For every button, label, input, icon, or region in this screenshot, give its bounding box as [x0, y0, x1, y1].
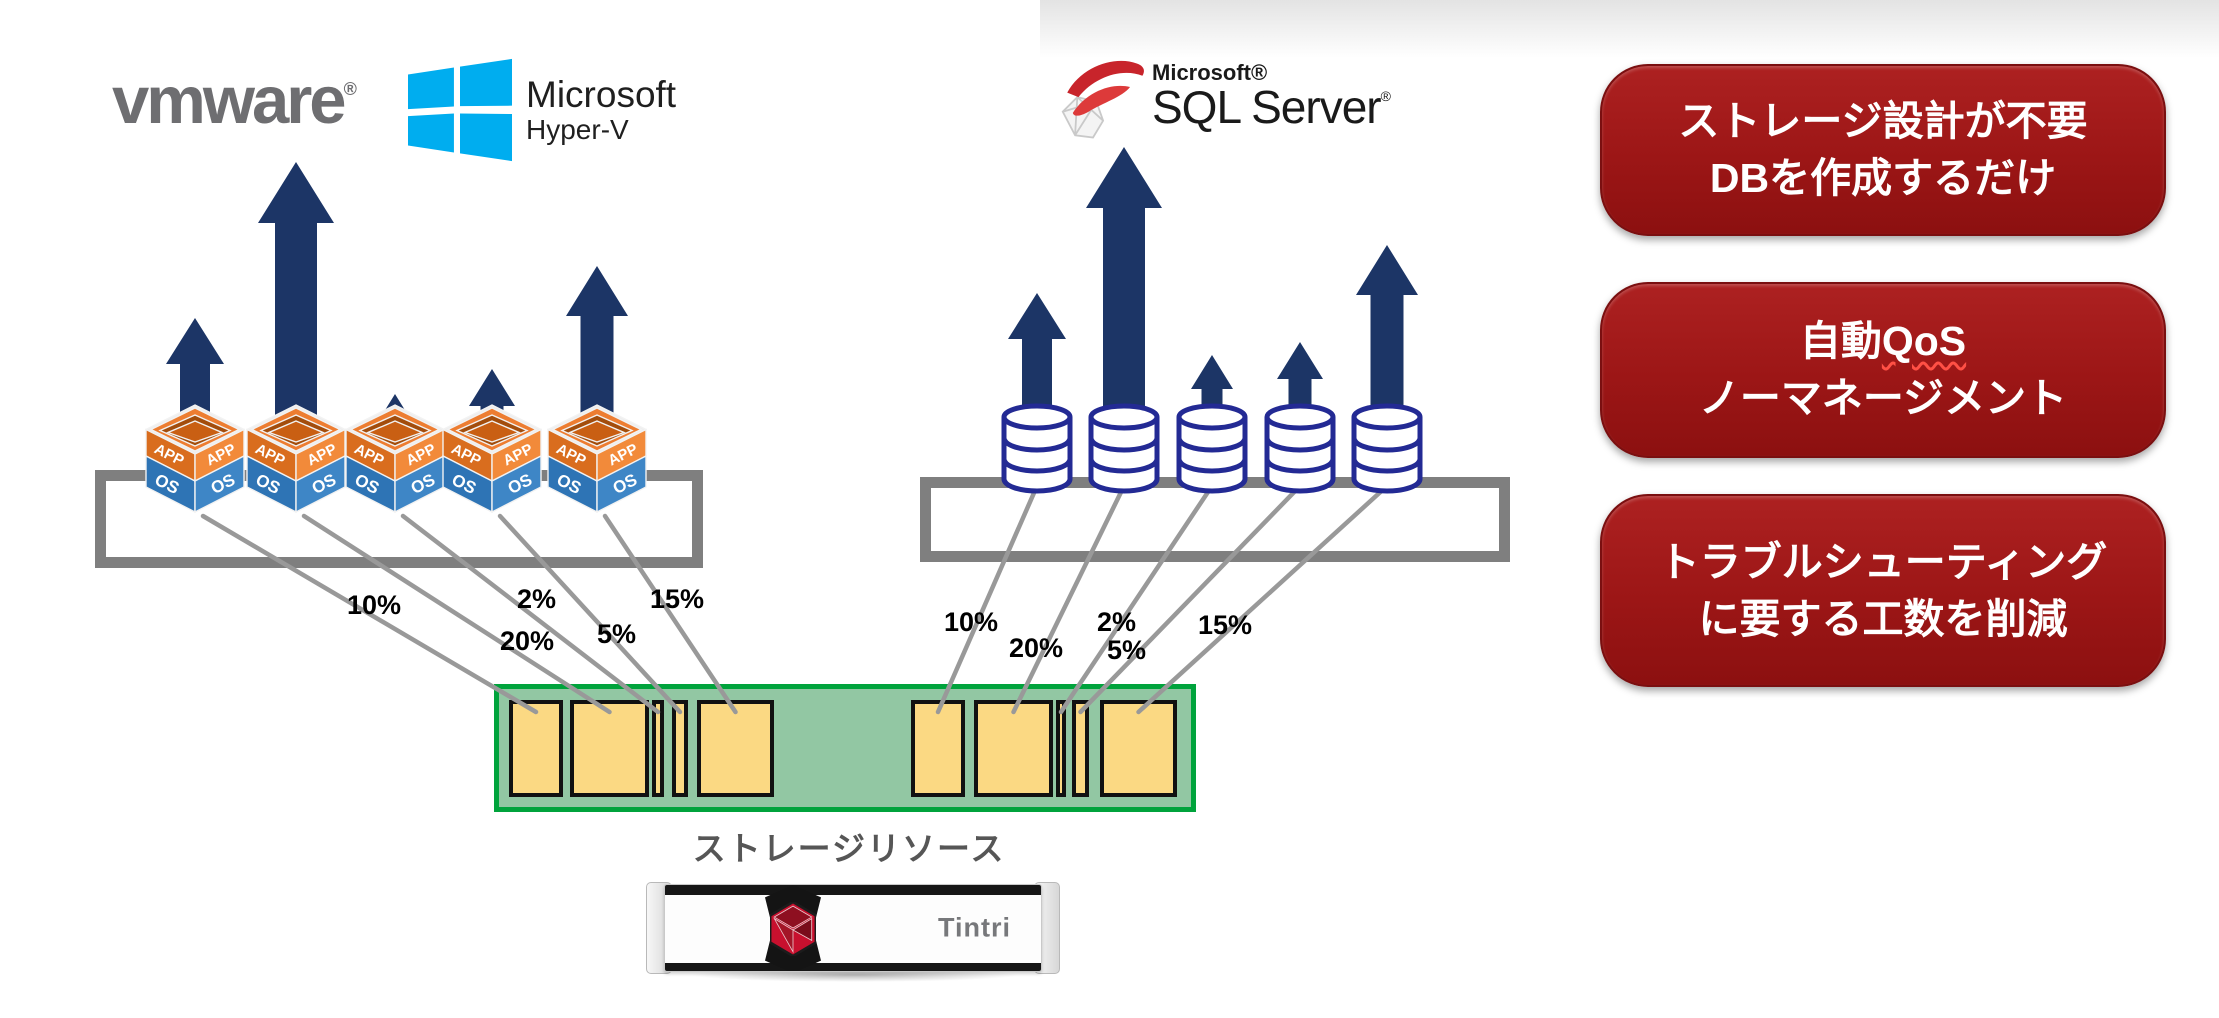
- registered-mark: ®: [1380, 88, 1391, 104]
- callout-line: 自動QoS: [1800, 313, 1966, 370]
- allocation-percent-label: 10%: [347, 590, 402, 620]
- demand-arrow: [1008, 293, 1066, 412]
- windows-flag-icon: [408, 58, 512, 162]
- callout-text: DBを作成するだけ: [1709, 155, 2057, 201]
- demand-arrow: [1086, 147, 1162, 412]
- allocated-storage-block: [697, 700, 774, 797]
- vmware-logo: vmware®: [112, 62, 357, 139]
- database-cylinder-icon: [1351, 403, 1423, 494]
- spellcheck-squiggle-text: QoS: [1881, 318, 1967, 365]
- sqlserver-logo: Microsoft® SQL Server®: [1058, 50, 1391, 142]
- callout-line: DBを作成するだけ: [1710, 150, 2056, 207]
- allocation-percent-label: 10%: [944, 607, 999, 637]
- demand-arrow: [258, 162, 334, 434]
- callout-line: ノーマネージメント: [1699, 370, 2067, 427]
- allocation-percent-label: 15%: [650, 584, 705, 614]
- allocation-percent-label: 2%: [517, 584, 557, 614]
- callout-text: ストレージ設計が不要: [1678, 98, 2088, 145]
- sqlserver-product: SQL Server®: [1152, 81, 1391, 133]
- demand-arrow: [1356, 245, 1418, 412]
- allocation-line: [301, 513, 612, 715]
- benefit-callout: ストレージ設計が不要 DBを作成するだけ: [1600, 64, 2166, 236]
- demand-arrow: [1277, 342, 1323, 412]
- callout-text: ノーマネージメント: [1698, 375, 2068, 421]
- benefit-callout: トラブルシューティングに要する工数を削減: [1600, 494, 2166, 687]
- allocation-percent-label: 5%: [597, 619, 637, 649]
- database-cylinder-icon: [1088, 403, 1160, 494]
- allocation-line: [1136, 483, 1390, 715]
- demand-arrow: [566, 266, 628, 434]
- callout-text: に要する工数を削減: [1698, 595, 2068, 642]
- allocated-storage-block: [570, 700, 649, 797]
- allocated-storage-block: [911, 700, 965, 797]
- allocation-line: [1078, 483, 1303, 715]
- demand-arrow: [1191, 355, 1233, 412]
- database-cylinder-icon: [1176, 403, 1248, 494]
- callout-text: 自動: [1799, 318, 1882, 365]
- allocation-percent-label: 2%: [1097, 607, 1137, 637]
- allocated-storage-block: [1072, 700, 1089, 797]
- callout-text: トラブルシューティング: [1658, 538, 2108, 585]
- hyperv-logo: Microsoft Hyper-V: [408, 58, 676, 162]
- allocated-storage-block: [974, 700, 1053, 797]
- hyperv-product: Hyper-V: [526, 113, 629, 145]
- allocation-line: [935, 483, 1040, 715]
- tintri-appliance: Tintri: [646, 882, 1060, 974]
- allocation-line: [1011, 483, 1127, 715]
- tintri-wordmark: Tintri: [938, 912, 1011, 943]
- top-shading: [1040, 0, 2219, 58]
- callout-line: に要する工数を削減: [1699, 591, 2068, 648]
- allocation-percent-label: 20%: [500, 626, 555, 656]
- appliance-top-strip: [665, 885, 1041, 895]
- allocation-line: [200, 513, 539, 715]
- sqlserver-icon: [1061, 60, 1144, 139]
- appliance-faceplate: Tintri: [664, 884, 1042, 972]
- allocation-percent-label: 15%: [1198, 610, 1253, 640]
- tintri-hex-logo-icon: [770, 902, 816, 956]
- database-cylinder-icon: [1001, 403, 1073, 494]
- storage-resource-label: ストレージリソース: [692, 830, 1006, 867]
- appliance-bottom-strip: [665, 963, 1041, 971]
- allocation-percent-label: 5%: [1107, 635, 1147, 665]
- allocated-storage-block: [509, 700, 563, 797]
- demand-arrow: [166, 318, 224, 434]
- allocated-storage-block: [672, 700, 688, 797]
- callout-line: トラブルシューティング: [1659, 534, 2108, 591]
- allocation-line: [602, 513, 738, 715]
- benefit-callout: 自動QoS ノーマネージメント: [1600, 282, 2166, 458]
- sqlserver-brand: Microsoft®: [1152, 60, 1268, 85]
- allocation-percent-label: 20%: [1009, 633, 1064, 663]
- allocation-line: [497, 513, 683, 715]
- registered-mark: ®: [343, 79, 357, 99]
- allocation-line: [1058, 483, 1215, 715]
- allocated-storage-block: [1100, 700, 1177, 797]
- allocation-line: [400, 513, 661, 715]
- vmware-wordmark: vmware: [112, 63, 347, 138]
- allocated-storage-block: [652, 700, 664, 797]
- allocated-storage-block: [1056, 700, 1066, 797]
- callout-line: ストレージ設計が不要: [1678, 93, 2087, 150]
- hyperv-brand: Microsoft: [526, 73, 677, 115]
- database-cylinder-icon: [1264, 403, 1336, 494]
